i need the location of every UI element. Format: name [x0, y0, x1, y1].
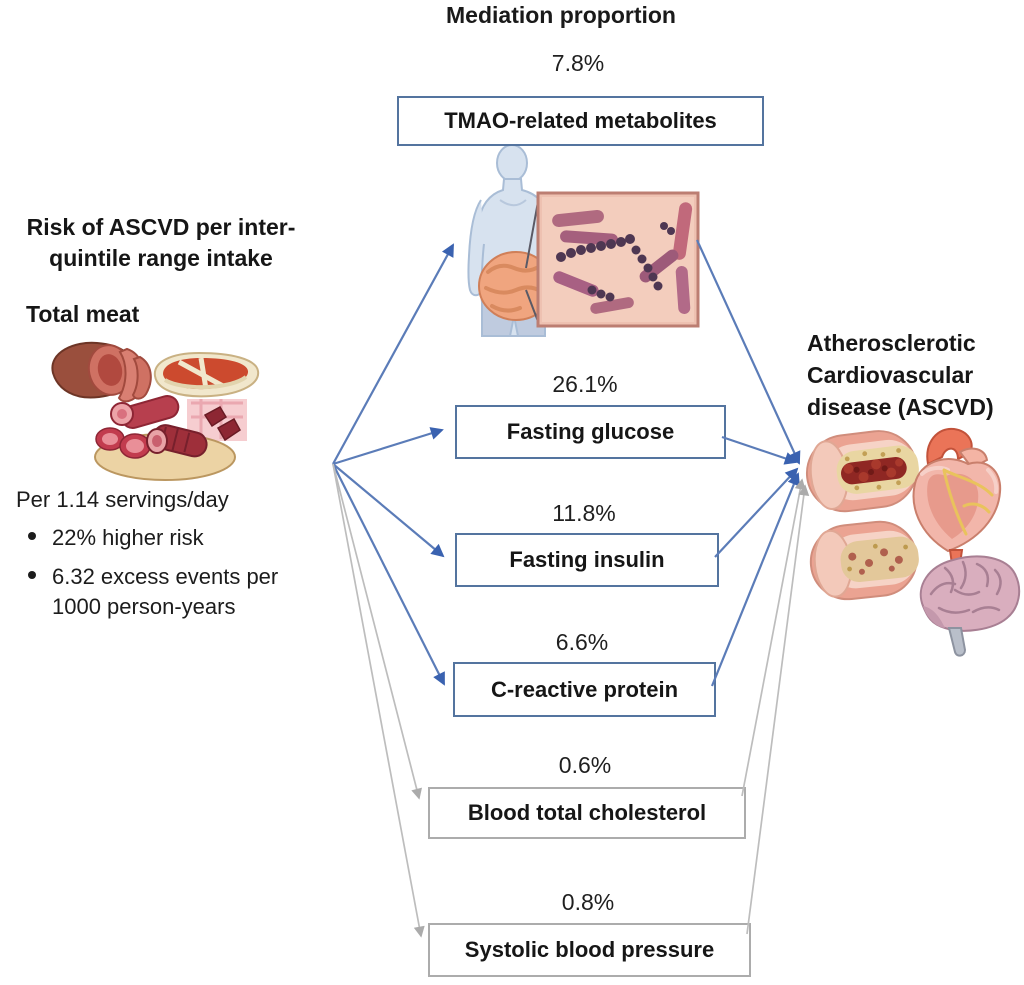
exposure-heading-line1: Risk of ASCVD per inter- [26, 214, 296, 240]
mediation-proportion-cholesterol: 0.6% [558, 752, 612, 778]
gut-icon [478, 251, 554, 321]
exposure-rate: Per 1.14 servings/day [16, 487, 229, 512]
bullet-dot-icon [28, 571, 36, 579]
heart-illustration [912, 427, 1002, 565]
exposure-bullet-2: 6.32 excess events per 1000 person-years [16, 562, 346, 622]
mediator-box-sbp: Systolic blood pressure [428, 923, 751, 977]
exposure-bullet-2-text: 6.32 excess events per 1000 person-years [52, 564, 279, 619]
steak [153, 351, 260, 398]
meat-illustration [51, 341, 260, 481]
arrows-exposure-to-mediators-blue [332, 243, 454, 686]
diagram-title: Mediation proportion [446, 2, 676, 28]
mediator-label-tmao: TMAO-related metabolites [444, 108, 717, 133]
arrows-mediators-to-outcome-blue [695, 239, 801, 687]
exposure-heading-line2: quintile range intake [49, 245, 273, 271]
outcome-line1: Atherosclerotic [807, 330, 976, 356]
exposure-food-label: Total meat [26, 301, 140, 327]
mediation-proportion-crp: 6.6% [555, 629, 609, 655]
mediator-label-cholesterol: Blood total cholesterol [467, 800, 707, 825]
mediator-box-insulin: Fasting insulin [455, 533, 719, 587]
mediator-box-crp: C-reactive protein [453, 662, 716, 717]
mediator-box-tmao: TMAO-related metabolites [397, 96, 764, 146]
mediator-box-cholesterol: Blood total cholesterol [428, 787, 746, 839]
bullet-dot-icon [28, 532, 36, 540]
artery-plaque-illustration [809, 520, 919, 601]
bacteria [552, 202, 693, 314]
exposure-bullet-1: 22% higher risk [16, 523, 346, 553]
ascvd-illustration [805, 427, 1021, 657]
outcome-line3: disease (ASCVD) [807, 394, 994, 420]
mediator-label-glucose: Fasting glucose [506, 419, 675, 444]
mediation-proportion-glucose: 26.1% [552, 371, 618, 397]
brain-illustration [919, 555, 1021, 657]
mediator-label-insulin: Fasting insulin [509, 547, 665, 572]
roast-beef [51, 341, 152, 403]
mediation-proportion-insulin: 11.8% [552, 500, 616, 526]
exposure-heading: Risk of ASCVD per inter- quintile range … [5, 212, 317, 274]
mediator-label-crp: C-reactive protein [490, 676, 679, 702]
microbiome-panel [536, 191, 700, 328]
outcome-label: Atherosclerotic Cardiovascular disease (… [807, 327, 1022, 423]
gut-microbiome-illustration [467, 144, 700, 337]
arrows-exposure-to-mediators-gray [332, 463, 425, 938]
exposure-details: Per 1.14 servings/day 22% higher risk 6.… [16, 488, 346, 631]
artery-thrombus-illustration [805, 430, 919, 513]
mediation-proportion-sbp: 0.8% [561, 889, 615, 915]
sausage-platter [94, 395, 241, 481]
exposure-bullet-1-text: 22% higher risk [52, 525, 204, 550]
outcome-line2: Cardiovascular [807, 362, 974, 388]
mediator-label-sbp: Systolic blood pressure [464, 937, 715, 962]
mediator-box-glucose: Fasting glucose [455, 405, 726, 459]
mediation-proportion-tmao: 7.8% [551, 50, 605, 76]
